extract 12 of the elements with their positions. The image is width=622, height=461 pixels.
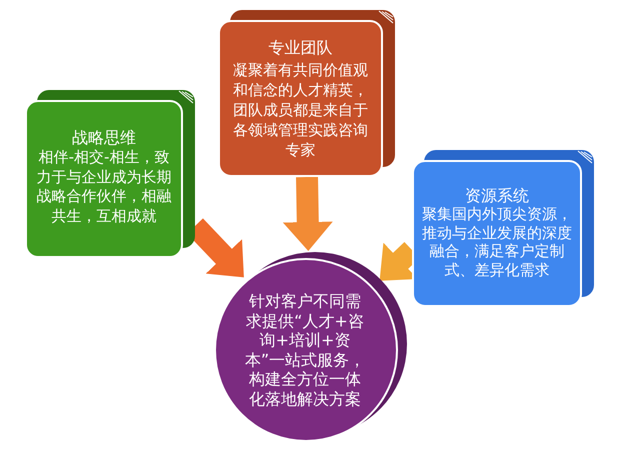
info-box	[412, 150, 594, 307]
arrow	[282, 176, 333, 251]
info-box	[218, 10, 395, 177]
box-title: 战略思维	[71, 128, 137, 148]
center-disc	[213, 252, 407, 442]
box-text: 凝聚着有共同价值观和信念的人才精英，团队成员都是来自于各领域管理实践咨询专家	[232, 60, 369, 160]
box-title: 专业团队	[268, 38, 334, 58]
box-title: 资源系统	[464, 186, 530, 206]
box-text: 相伴-相交-相生，致力于与企业成为长期战略合作伙伴，相融共生，互相成就	[36, 148, 172, 226]
info-box	[25, 90, 195, 258]
disc-text: 针对客户不同需求提供“人才+咨询+培训+资本”一站式服务，构建全方位一体化落地解决方案	[244, 292, 366, 408]
box-text: 聚集国内外顶尖资源，推动与企业发展的深度融合，满足客户定制式、差异化需求	[421, 205, 573, 279]
